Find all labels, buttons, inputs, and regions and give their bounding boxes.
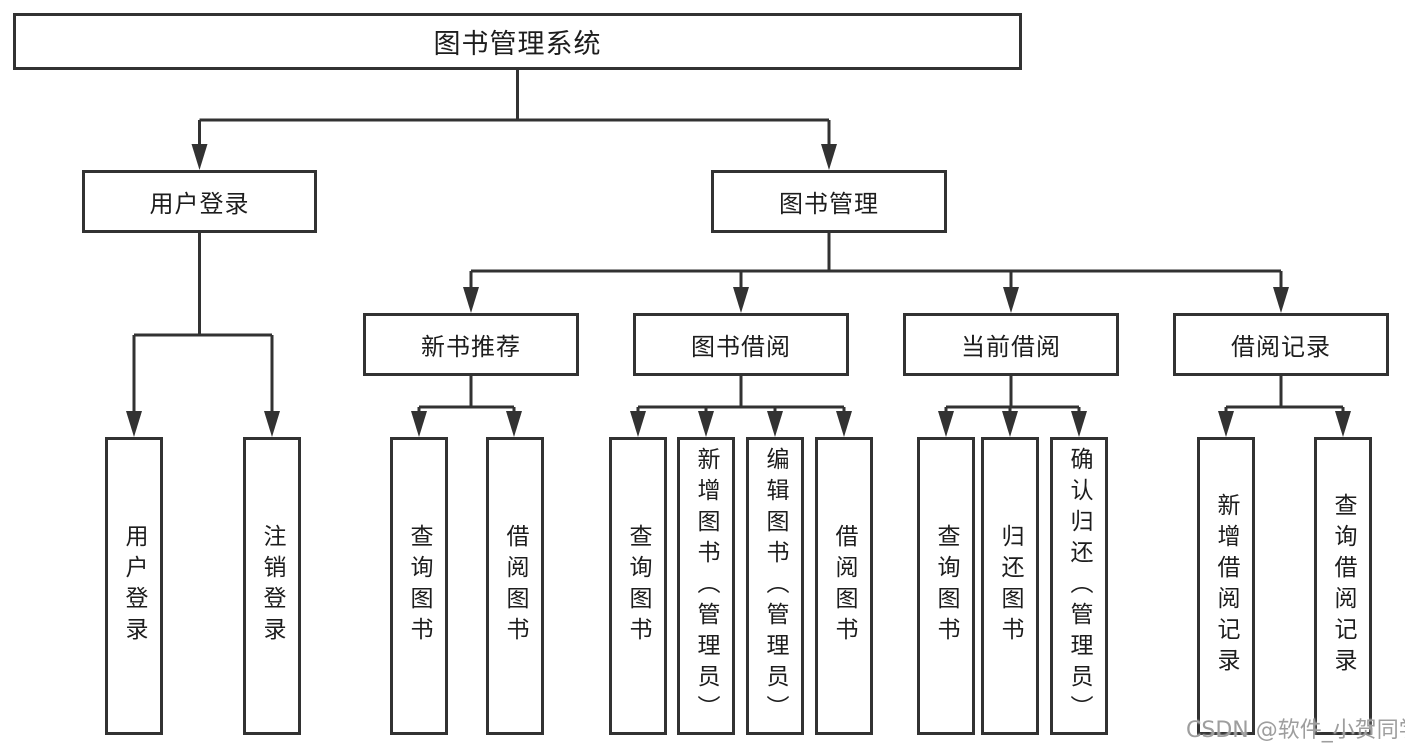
leaf-confirm-return-admin: 确认归还（管理员） xyxy=(1050,437,1108,735)
leaf-logout: 注销登录 xyxy=(243,437,301,735)
node-current-borrowing: 当前借阅 xyxy=(903,313,1119,376)
arrowhead xyxy=(836,411,852,437)
arrowhead xyxy=(126,411,142,437)
leaf-user-login: 用户登录 xyxy=(105,437,163,735)
arrowhead xyxy=(938,411,954,437)
arrowhead xyxy=(1071,411,1087,437)
arrowhead xyxy=(1273,287,1289,313)
leaf-add-borrow-record: 新增借阅记录 xyxy=(1197,437,1255,735)
connector-current-borrow-children xyxy=(938,376,1087,437)
arrowhead xyxy=(767,411,783,437)
arrowhead xyxy=(698,411,714,437)
leaf-edit-books-admin: 编辑图书（管理员） xyxy=(746,437,804,735)
node-book-borrowing: 图书借阅 xyxy=(633,313,849,376)
leaf-add-books-admin: 新增图书（管理员） xyxy=(677,437,735,735)
leaf-query-books-recommend: 查询图书 xyxy=(390,437,448,735)
arrowhead xyxy=(191,144,208,170)
leaf-return-books: 归还图书 xyxy=(981,437,1039,735)
leaf-query-borrow-record: 查询借阅记录 xyxy=(1314,437,1372,735)
connector-new-book-children xyxy=(411,376,522,437)
leaf-borrow-books: 借阅图书 xyxy=(815,437,873,735)
arrowhead xyxy=(1002,411,1018,437)
arrowhead xyxy=(264,411,280,437)
connector-user-login-children xyxy=(126,233,280,437)
node-book-management: 图书管理 xyxy=(711,170,947,233)
arrowhead xyxy=(733,287,749,313)
leaf-borrow-books-recommend: 借阅图书 xyxy=(486,437,544,735)
connector-line xyxy=(944,376,1081,411)
arrowhead xyxy=(411,411,427,437)
connector-line xyxy=(636,376,846,411)
connector-book-mgmt-children xyxy=(463,233,1289,313)
csdn-watermark: CSDN @软件_小贺同学 xyxy=(1186,718,1405,743)
node-user-login: 用户登录 xyxy=(82,170,317,233)
connector-line xyxy=(469,233,1283,287)
arrowhead xyxy=(1218,411,1234,437)
connector-line xyxy=(1224,376,1345,411)
connector-line xyxy=(198,70,831,144)
connector-borrow-records-children xyxy=(1218,376,1351,437)
leaf-query-books-current: 查询图书 xyxy=(917,437,975,735)
connector-line xyxy=(417,376,516,411)
leaf-query-books-borrow: 查询图书 xyxy=(609,437,667,735)
arrowhead xyxy=(1003,287,1019,313)
connector-book-borrow-children xyxy=(630,376,852,437)
connector-line xyxy=(132,233,274,411)
arrowhead xyxy=(630,411,646,437)
node-borrowing-records: 借阅记录 xyxy=(1173,313,1389,376)
arrowhead xyxy=(1335,411,1351,437)
node-new-book-recommendation: 新书推荐 xyxy=(363,313,579,376)
arrowhead xyxy=(463,287,479,313)
node-library-management-system: 图书管理系统 xyxy=(13,13,1022,70)
arrowhead xyxy=(506,411,522,437)
arrowhead xyxy=(821,144,837,170)
connector-root-to-level2 xyxy=(191,70,837,170)
